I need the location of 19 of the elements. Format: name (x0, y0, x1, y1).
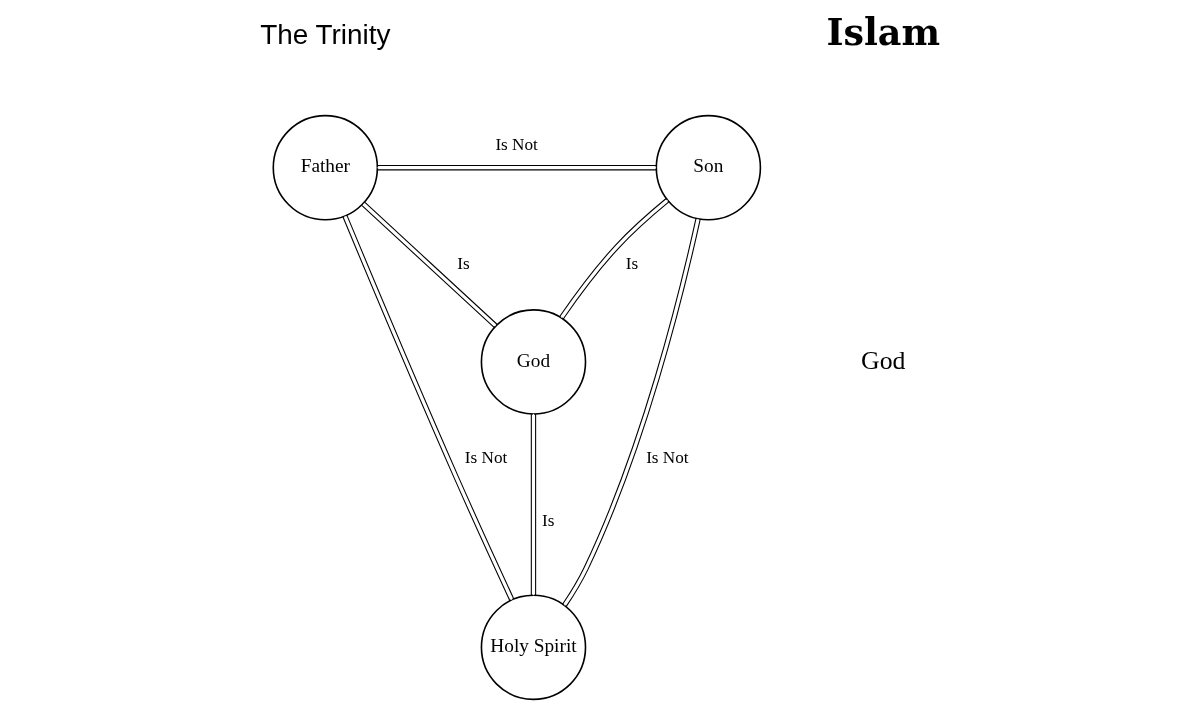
edge-label: Is Not (495, 135, 538, 155)
connector (361, 201, 498, 328)
node-circle: Holy Spirit (480, 594, 587, 701)
edge-label: Is (625, 253, 639, 273)
node-circle: God (480, 309, 587, 415)
edge-label: Is Not (464, 448, 508, 468)
edge-label: Is (542, 511, 555, 531)
connector (376, 165, 657, 171)
connector (530, 413, 537, 596)
node-circle: Father (272, 114, 379, 221)
connector (562, 217, 701, 607)
edge-label: Is Not (646, 448, 689, 468)
label: The Trinity (260, 18, 391, 50)
node-circle: Son (655, 114, 762, 221)
edge-label: Is (457, 253, 470, 273)
label: God (861, 345, 906, 375)
label: Islam (826, 11, 941, 55)
connector (342, 214, 515, 602)
connector (559, 198, 670, 320)
